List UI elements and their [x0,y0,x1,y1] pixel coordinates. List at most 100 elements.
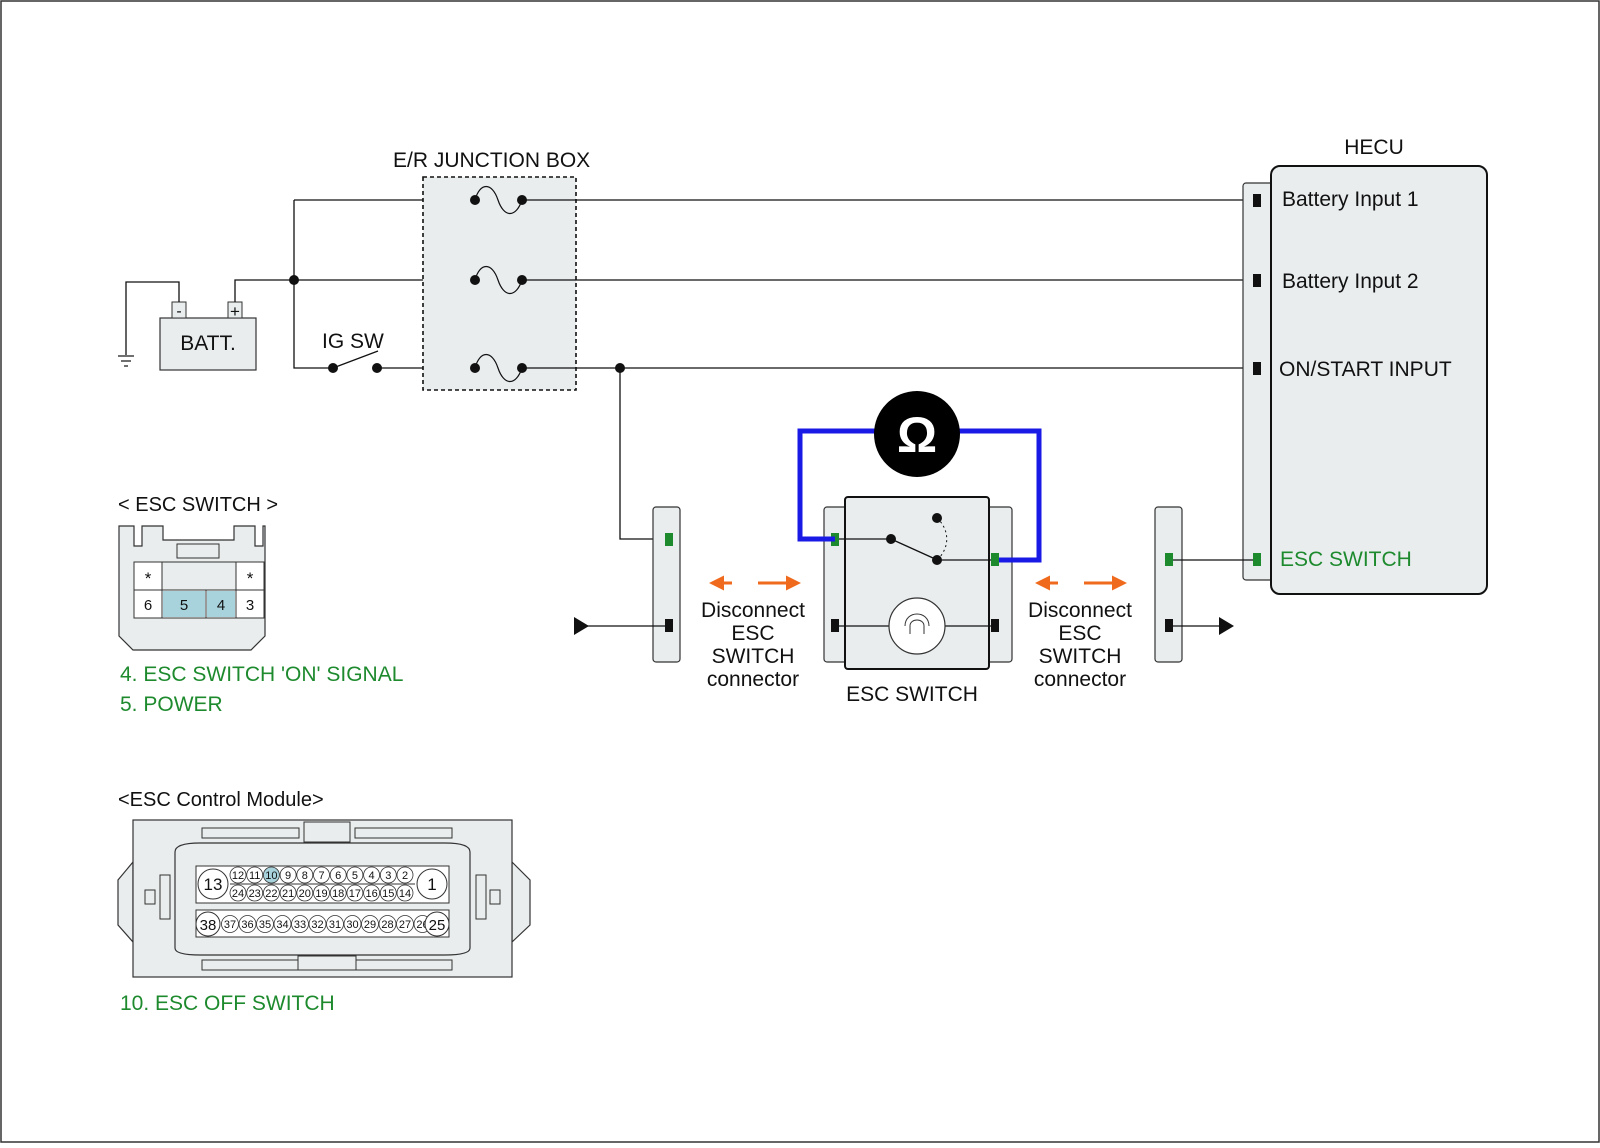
esc-module-pin-label: 6 [335,870,341,882]
esc-switch-label: ESC SWITCH [846,683,978,706]
esc-module-pin-cell [246,884,264,902]
disconnect-right-line4: connector [1034,668,1126,691]
hecu-body [1270,165,1488,595]
wire-batt-bus [293,200,333,369]
esc-module-pin-cell [279,866,297,884]
right-connector-pin-black [1165,619,1173,632]
disconnect-left-line4: connector [707,668,799,691]
esc-module-pin-label: 8 [302,870,308,882]
esc-module-pin-label: 11 [249,870,260,882]
hecu-connector [1242,182,1274,581]
ig-switch-label: IG SW [322,330,384,353]
disconnect-right-line3: SWITCH [1039,645,1122,668]
esc-module-pin-label: 14 [399,888,411,900]
esc-module-pin-cell [262,884,280,902]
esc-module-pin-cell [229,884,247,902]
esc-module-pin-cell [396,866,414,884]
esc-module-pin-38: 38 [200,917,217,934]
esc-module-pin-cell [396,884,414,902]
esc-module-pin-cell [308,915,327,933]
esc-module-pin-cell [246,866,264,884]
esc-module-pin-label: 9 [285,870,291,882]
esc-module-pin-label: 29 [364,919,376,931]
esc-module-pin-cell [346,866,364,884]
battery: - + BATT. [159,301,257,371]
esc-module-pin-label: 20 [299,888,311,900]
battery-label: BATT. [180,332,236,355]
disconnect-left: Disconnect ESC SWITCH connector [701,575,805,691]
esc-switch-cavity-star-left: * [145,569,152,588]
hecu-label: HECU [1344,136,1404,159]
esc-switch-block: ESC SWITCH [823,496,1013,706]
esc-module-pin-label: 37 [224,919,236,931]
esc-module-pin-cell [291,915,309,933]
esc-module-pin-cell [262,866,280,884]
hecu-input-battery-1: Battery Input 1 [1282,188,1419,211]
esc-module-pin-label: 15 [382,888,394,900]
esc-switch-pin-3: 3 [246,597,254,614]
esc-switch-connector-face: < ESC SWITCH > * * 6 5 4 3 4. ESC SWITCH… [118,494,403,716]
esc-module-pin-label: 23 [249,888,261,900]
esc-module-pin-1: 1 [427,875,436,894]
esc-module-pin-cell [238,915,257,933]
esc-module-pin-label: 17 [349,888,361,900]
esc-module-pin-label: 4 [369,870,375,882]
esc-module-pin-label: 16 [365,888,377,900]
esc-module-pin-label: 35 [259,919,271,931]
wire-batt-plus [234,279,471,302]
hecu-pin-esc [1253,553,1261,566]
esc-module-pin-cell [313,884,330,902]
wire-to-esc-connector [619,368,665,540]
esc-module-pin-cell [256,915,274,933]
esc-module-pin-label: 21 [282,888,294,900]
junction-box-label: E/R JUNCTION BOX [393,149,590,172]
esc-module-pin-label: 33 [294,919,306,931]
esc-module-pin-label: 24 [232,888,244,900]
esc-module-pin-label: 7 [318,870,324,882]
esc-module-pin-label: 18 [332,888,344,900]
ground-icon [118,281,180,367]
esc-module-pin-cell [363,866,381,884]
esc-module-pin-cell [361,915,379,933]
esc-module-pin-label: 32 [311,919,323,931]
left-connector [574,506,681,663]
splice-dot [289,275,299,285]
fuse-2 [470,265,527,295]
esc-module-pin-label: 34 [276,919,288,931]
disconnect-left-line3: SWITCH [712,645,795,668]
ohm-icon [874,391,960,477]
junction-box: E/R JUNCTION BOX [393,149,590,391]
esc-module-pin-label: 31 [329,919,341,931]
lamp-icon [888,597,946,655]
esc-module-pin-label: 10 [265,870,277,882]
esc-module-pin-label: 28 [381,919,393,931]
esc-module-pin-cell [379,884,397,902]
esc-module-pin-cell [396,915,414,933]
disconnect-left-line1: Disconnect [701,599,805,622]
esc-module-pin-cell [229,866,247,884]
disconnect-right-line2: ESC [1058,622,1101,645]
esc-module-connector-title: <ESC Control Module> [118,789,324,811]
battery-neg-sign: - [176,303,181,320]
esc-module-pin-cell [296,884,314,902]
battery-pos-sign: + [230,302,240,321]
esc-module-pin-cell [279,884,297,902]
esc-module-pin-label: 5 [352,870,358,882]
ig-switch: IG SW [322,330,471,373]
hecu-pin-1 [1253,194,1261,207]
hecu: HECU Battery Input 1 Battery Input 2 ON/… [1242,136,1488,595]
esc-module-pin-cell [379,866,397,884]
esc-module-pin-label: 12 [232,870,244,882]
esc-switch-pin-4: 4 [217,597,225,614]
esc-module-legend-10: 10. ESC OFF SWITCH [120,992,335,1015]
meter-lead-left [797,428,876,542]
esc-module-pin-cell [273,915,292,933]
hecu-input-esc-switch: ESC SWITCH [1280,548,1412,571]
esc-module-pin-cell [378,915,397,933]
esc-module-pin-label: 36 [241,919,253,931]
hecu-input-on-start: ON/START INPUT [1279,358,1452,381]
